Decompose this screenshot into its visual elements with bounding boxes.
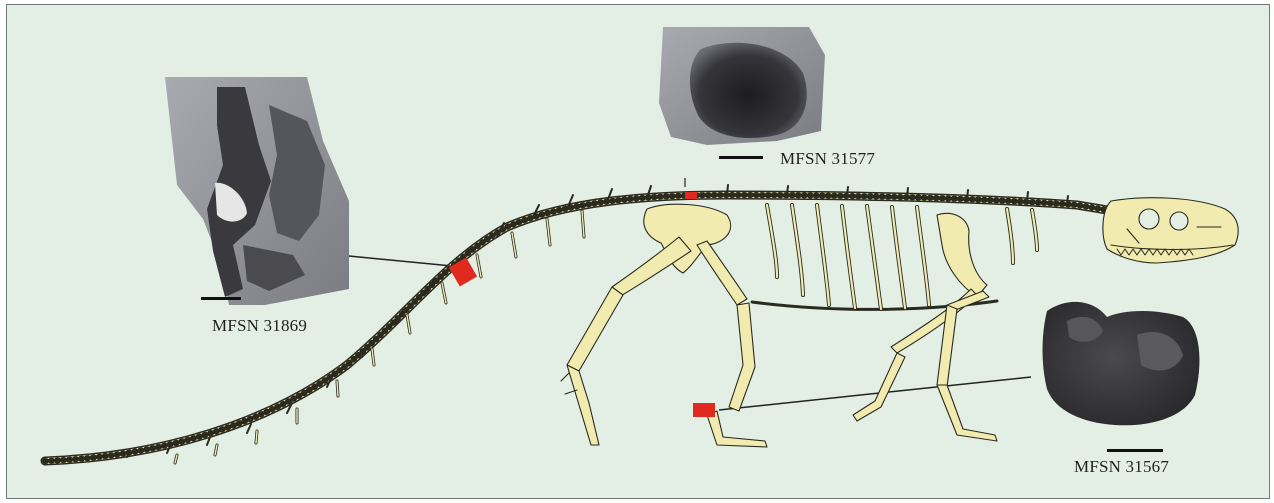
specimen-label-31567: MFSN 31567 bbox=[1074, 457, 1169, 477]
scale-bar-31567 bbox=[1107, 449, 1163, 452]
figure-panel: MFSN 31869 MFSN 31577 MFSN 31567 bbox=[6, 4, 1270, 499]
leader-line-31869 bbox=[349, 256, 452, 266]
specimen-photo-31869 bbox=[165, 77, 349, 305]
specimen-photo-31577 bbox=[659, 27, 825, 145]
specimen-label-31869: MFSN 31869 bbox=[212, 316, 307, 336]
highlight-sacral-element bbox=[685, 192, 697, 199]
specimen-photo-31567 bbox=[1043, 302, 1200, 425]
specimen-label-31577: MFSN 31577 bbox=[780, 149, 875, 169]
highlight-tarsal bbox=[693, 403, 715, 417]
scale-bar-31869 bbox=[201, 297, 241, 300]
reconstruction-drawing bbox=[7, 5, 1271, 500]
scapula bbox=[937, 213, 987, 297]
scale-bar-31577 bbox=[719, 156, 763, 159]
